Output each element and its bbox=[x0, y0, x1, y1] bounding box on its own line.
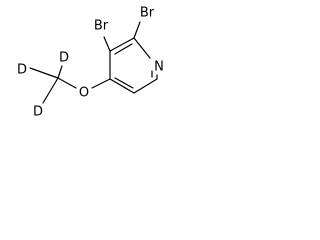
double-bond-c4-c5 bbox=[114, 77, 134, 89]
bond-c4-o bbox=[91, 78, 111, 89]
oxygen-label: O bbox=[79, 86, 89, 101]
bond-o-cd3 bbox=[57, 77, 77, 89]
deuterium-label-top: D bbox=[59, 51, 69, 66]
nitrogen-label: N bbox=[154, 60, 164, 75]
bond-c2-c3 bbox=[109, 37, 135, 52]
bond-c-d-bottom bbox=[42, 77, 59, 104]
bond-c4-c5 bbox=[109, 78, 135, 94]
bromine-label-left: Br bbox=[94, 19, 109, 34]
bond-c-d-left bbox=[29, 67, 59, 79]
bond-n1-c2 bbox=[133, 37, 151, 59]
bond-c2-br bbox=[133, 21, 141, 39]
bromine-label-top: Br bbox=[140, 6, 155, 21]
double-bond-c2-c3 bbox=[114, 43, 133, 55]
bond-c3-br bbox=[103, 36, 111, 52]
chemical-structure-diagram: Br Br N O D D D bbox=[17, 6, 164, 120]
deuterium-label-left: D bbox=[17, 63, 27, 78]
deuterium-label-bottom: D bbox=[33, 105, 43, 120]
bond-c-d-top bbox=[57, 65, 63, 79]
bond-c5-c6 bbox=[133, 78, 158, 94]
